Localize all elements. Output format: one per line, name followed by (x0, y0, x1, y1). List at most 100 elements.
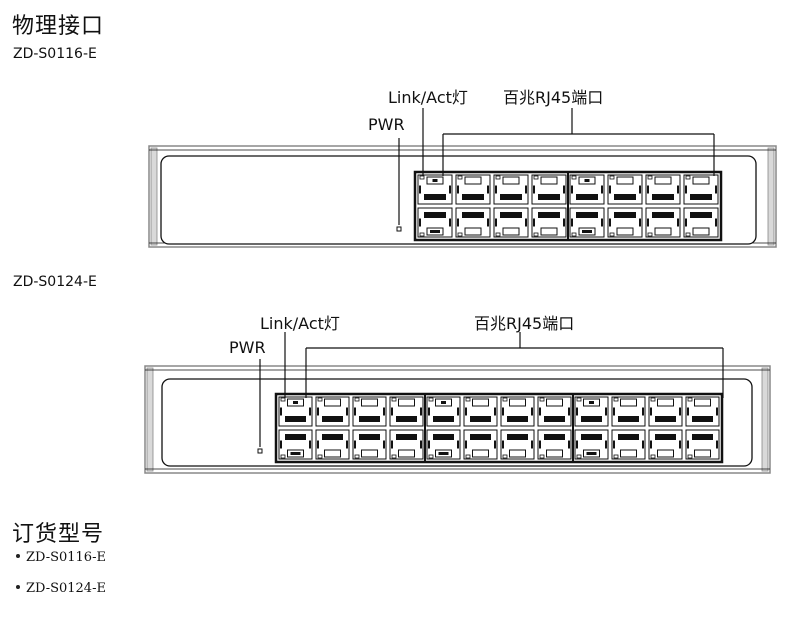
order-section-title: 订货型号 (12, 522, 105, 547)
port-latch (546, 449, 563, 458)
port-notch (716, 407, 718, 416)
port-marker-icon (290, 452, 301, 455)
port-notch (419, 218, 421, 227)
port-latch (361, 398, 378, 407)
port-notch (568, 407, 570, 416)
port-contacts (652, 194, 674, 200)
port-contacts (618, 416, 639, 422)
port-notch (428, 407, 430, 416)
port-notch (677, 185, 679, 194)
led-icon (576, 397, 582, 402)
port-notch (420, 440, 422, 449)
led-icon (280, 454, 286, 459)
port-latch (398, 449, 415, 458)
port-notch (457, 185, 459, 194)
port-latch (472, 398, 489, 407)
port-latch (464, 176, 482, 185)
port-notch (647, 218, 649, 227)
port-notch (346, 407, 348, 416)
port-contacts (581, 434, 602, 440)
port-latch (324, 449, 341, 458)
port-notch (525, 218, 527, 227)
port-latch (692, 227, 710, 236)
led-icon (687, 454, 693, 459)
port-notch (487, 185, 489, 194)
port-notch (419, 185, 421, 194)
port-notch (494, 440, 496, 449)
port-notch (502, 407, 504, 416)
port-marker-icon (441, 401, 446, 404)
port-notch (539, 407, 541, 416)
port-latch (464, 227, 482, 236)
port-notch (449, 218, 451, 227)
port-notch (685, 218, 687, 227)
port-notch (715, 185, 717, 194)
port-latch (540, 227, 558, 236)
order-item-text: ZD-S0116-E (26, 550, 106, 565)
port-notch (525, 185, 527, 194)
port-notch (601, 185, 603, 194)
led-icon (539, 397, 545, 402)
port-marker-icon (586, 452, 597, 455)
port-notch (601, 218, 603, 227)
port-notch (609, 218, 611, 227)
chassis-ear-left (150, 147, 158, 246)
port-contacts (396, 416, 417, 422)
port-marker-icon (582, 230, 592, 233)
port-notch (309, 440, 311, 449)
port-contacts (322, 434, 343, 440)
led-icon (502, 454, 508, 459)
port-latch (472, 449, 489, 458)
port-notch (563, 218, 565, 227)
port-notch (495, 218, 497, 227)
port-latch (616, 227, 634, 236)
led-icon (502, 397, 508, 402)
port-notch (420, 407, 422, 416)
port-latch (694, 449, 711, 458)
led-icon (317, 397, 323, 402)
led-icon (428, 454, 434, 459)
port-latch (654, 227, 672, 236)
port-notch (428, 440, 430, 449)
port-notch (613, 440, 615, 449)
port-notch (457, 407, 459, 416)
port-contacts (655, 434, 676, 440)
port-contacts (538, 212, 560, 218)
port-notch (391, 440, 393, 449)
port-contacts (359, 416, 380, 422)
port-notch (642, 440, 644, 449)
led-icon (571, 232, 577, 237)
port-contacts (655, 416, 676, 422)
port-notch (613, 407, 615, 416)
port-notch (650, 440, 652, 449)
port-contacts (285, 416, 306, 422)
led-icon (533, 232, 539, 237)
port-notch (309, 407, 311, 416)
model-label-16: ZD-S0116-E (13, 46, 97, 62)
led-icon (419, 175, 425, 180)
port-marker-icon (584, 179, 590, 182)
port-notch (487, 218, 489, 227)
port-latch (324, 398, 341, 407)
port-notch (383, 440, 385, 449)
port-contacts (462, 194, 484, 200)
led-icon (533, 175, 539, 180)
port-notch (687, 440, 689, 449)
port-marker-icon (589, 401, 594, 404)
port-notch (650, 407, 652, 416)
port-notch (465, 440, 467, 449)
port-contacts (322, 416, 343, 422)
led-icon (391, 454, 397, 459)
port-notch (457, 440, 459, 449)
port-contacts (581, 416, 602, 422)
chassis-ear-right (761, 367, 769, 472)
led-icon (650, 397, 656, 402)
port-contacts (614, 194, 636, 200)
rj45-label-24: 百兆RJ45端口 (474, 314, 575, 333)
order-item: ZD-S0124-E (16, 581, 106, 596)
link-act-label-24: Link/Act灯 (260, 314, 340, 333)
port-notch (539, 440, 541, 449)
port-contacts (359, 434, 380, 440)
port-contacts (576, 212, 598, 218)
port-notch (715, 218, 717, 227)
